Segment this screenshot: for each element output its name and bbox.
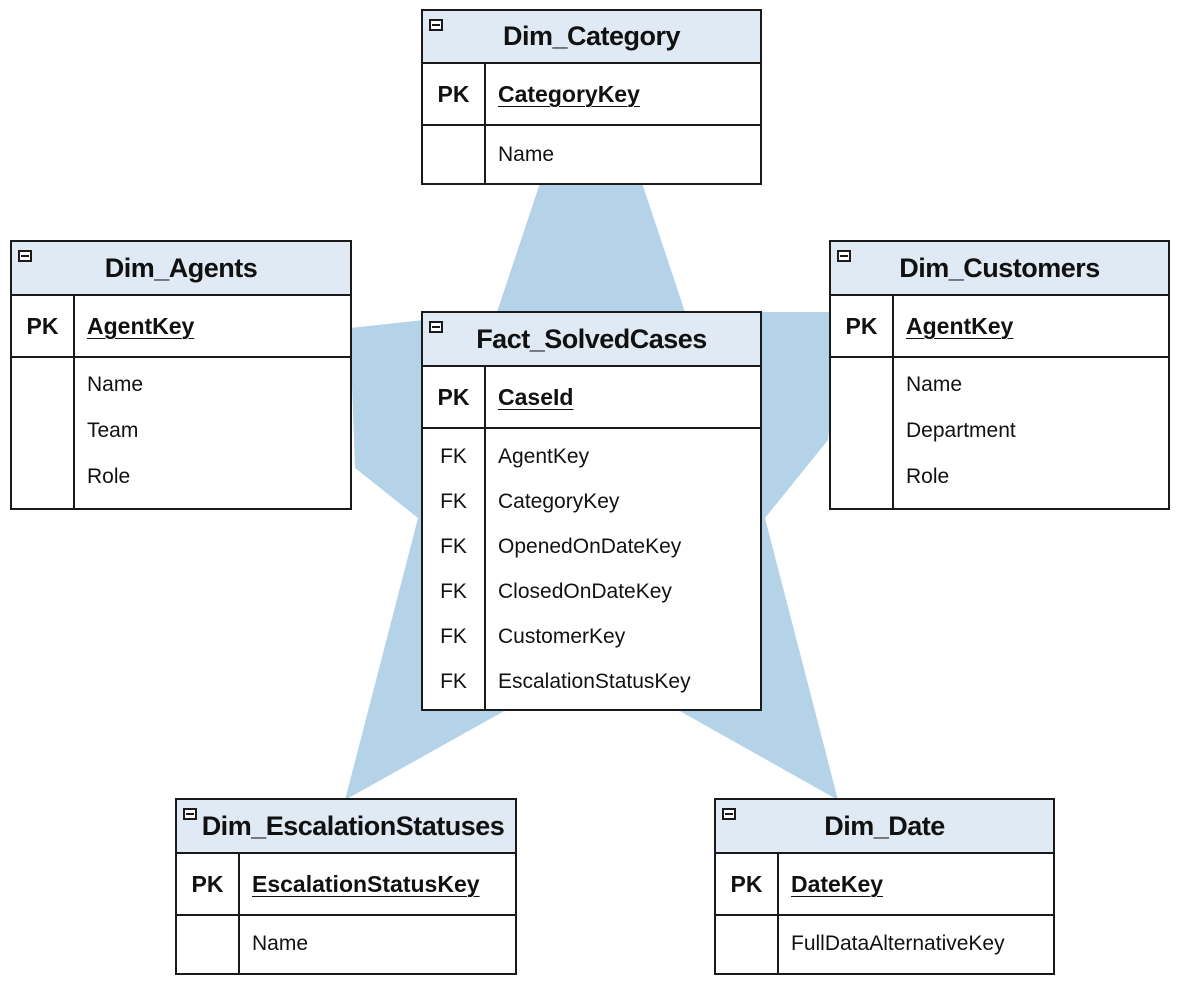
table-title: Dim_Agents [104, 253, 258, 283]
primary-key-row: PK CategoryKey [423, 64, 760, 126]
fk-label: FK [440, 580, 467, 603]
attribute-key-column [423, 126, 486, 183]
table-title: Dim_Date [824, 811, 945, 841]
dim-date-table[interactable]: Dim_Date PK DateKey FullDataAlternativeK… [714, 798, 1055, 975]
primary-key-row: PK CaseId [423, 367, 760, 429]
fk-label: FK [440, 490, 467, 513]
table-title: Dim_Category [502, 21, 681, 51]
attribute-section: Name [423, 126, 760, 183]
attribute-section: Name Team Role [12, 358, 350, 508]
attribute-section: Name [177, 916, 515, 973]
attribute-field: Team [87, 419, 139, 442]
dim-escalation-statuses-table[interactable]: Dim_EscalationStatuses PK EscalationStat… [175, 798, 517, 975]
fk-field: AgentKey [498, 445, 590, 468]
collapse-box-icon[interactable] [429, 321, 443, 333]
attribute-list: Name Team Role [75, 358, 350, 508]
primary-key-row: PK AgentKey [831, 296, 1168, 358]
dim-agents-header[interactable]: Dim_Agents [12, 242, 350, 296]
attribute-field: Name [252, 932, 309, 955]
attribute-field: Role [87, 465, 131, 488]
pk-field: AgentKey [87, 312, 195, 339]
pk-label: PK [177, 854, 240, 914]
attribute-list: Name [486, 126, 760, 183]
foreign-key-section: FK FK FK FK FK FK AgentKey CategoryKey O… [423, 429, 760, 709]
attribute-list: Name Department Role [894, 358, 1168, 508]
attribute-key-column [831, 358, 894, 508]
attribute-key-column [177, 916, 240, 973]
fk-label: FK [440, 625, 467, 648]
attribute-field: Department [906, 419, 1016, 442]
dim-date-header[interactable]: Dim_Date [716, 800, 1053, 854]
fk-label: FK [440, 445, 467, 468]
fk-field: EscalationStatusKey [498, 670, 691, 693]
primary-key-row: PK DateKey [716, 854, 1053, 916]
attribute-list: Name [240, 916, 515, 973]
dim-escalation-statuses-header[interactable]: Dim_EscalationStatuses [177, 800, 515, 854]
primary-key-row: PK EscalationStatusKey [177, 854, 515, 916]
attribute-field: Name [87, 373, 144, 396]
pk-field: DateKey [791, 870, 884, 897]
attribute-field: FullDataAlternativeKey [791, 932, 1005, 955]
fk-label: FK [440, 535, 467, 558]
fk-label: FK [440, 670, 467, 693]
attribute-section: Name Department Role [831, 358, 1168, 508]
dim-agents-table[interactable]: Dim_Agents PK AgentKey Name Team Role [10, 240, 352, 510]
collapse-box-icon[interactable] [722, 808, 736, 820]
pk-label: PK [423, 367, 486, 427]
pk-label: PK [716, 854, 779, 914]
dim-category-header[interactable]: Dim_Category [423, 11, 760, 64]
primary-key-row: PK AgentKey [12, 296, 350, 358]
collapse-box-icon[interactable] [183, 808, 197, 820]
attribute-field: Name [498, 143, 555, 166]
attribute-field: Name [906, 373, 963, 396]
collapse-box-icon[interactable] [429, 19, 443, 31]
fk-label-column: FK FK FK FK FK FK [423, 429, 486, 709]
collapse-box-icon[interactable] [18, 250, 32, 262]
table-title: Dim_EscalationStatuses [201, 811, 505, 841]
pk-field: EscalationStatusKey [252, 870, 480, 897]
pk-field: CaseId [498, 383, 574, 410]
pk-field: AgentKey [906, 312, 1014, 339]
fk-field: CategoryKey [498, 490, 620, 513]
dim-customers-table[interactable]: Dim_Customers PK AgentKey Name Departmen… [829, 240, 1170, 510]
dim-customers-header[interactable]: Dim_Customers [831, 242, 1168, 296]
dim-category-table[interactable]: Dim_Category PK CategoryKey Name [421, 9, 762, 185]
pk-label: PK [12, 296, 75, 356]
fk-field: ClosedOnDateKey [498, 580, 672, 603]
pk-field: CategoryKey [498, 80, 640, 107]
fk-field: CustomerKey [498, 625, 626, 648]
attribute-key-column [12, 358, 75, 508]
pk-label: PK [831, 296, 894, 356]
fact-solved-cases-header[interactable]: Fact_SolvedCases [423, 313, 760, 367]
attribute-field: Role [906, 465, 950, 488]
attribute-key-column [716, 916, 779, 973]
table-title: Fact_SolvedCases [476, 324, 707, 354]
fk-field-list: AgentKey CategoryKey OpenedOnDateKey Clo… [486, 429, 760, 709]
collapse-box-icon[interactable] [837, 250, 851, 262]
fk-field: OpenedOnDateKey [498, 535, 682, 558]
table-title: Dim_Customers [899, 253, 1100, 283]
attribute-section: FullDataAlternativeKey [716, 916, 1053, 973]
fact-solved-cases-table[interactable]: Fact_SolvedCases PK CaseId FK FK FK FK F… [421, 311, 762, 711]
pk-label: PK [423, 64, 486, 124]
attribute-list: FullDataAlternativeKey [779, 916, 1053, 973]
